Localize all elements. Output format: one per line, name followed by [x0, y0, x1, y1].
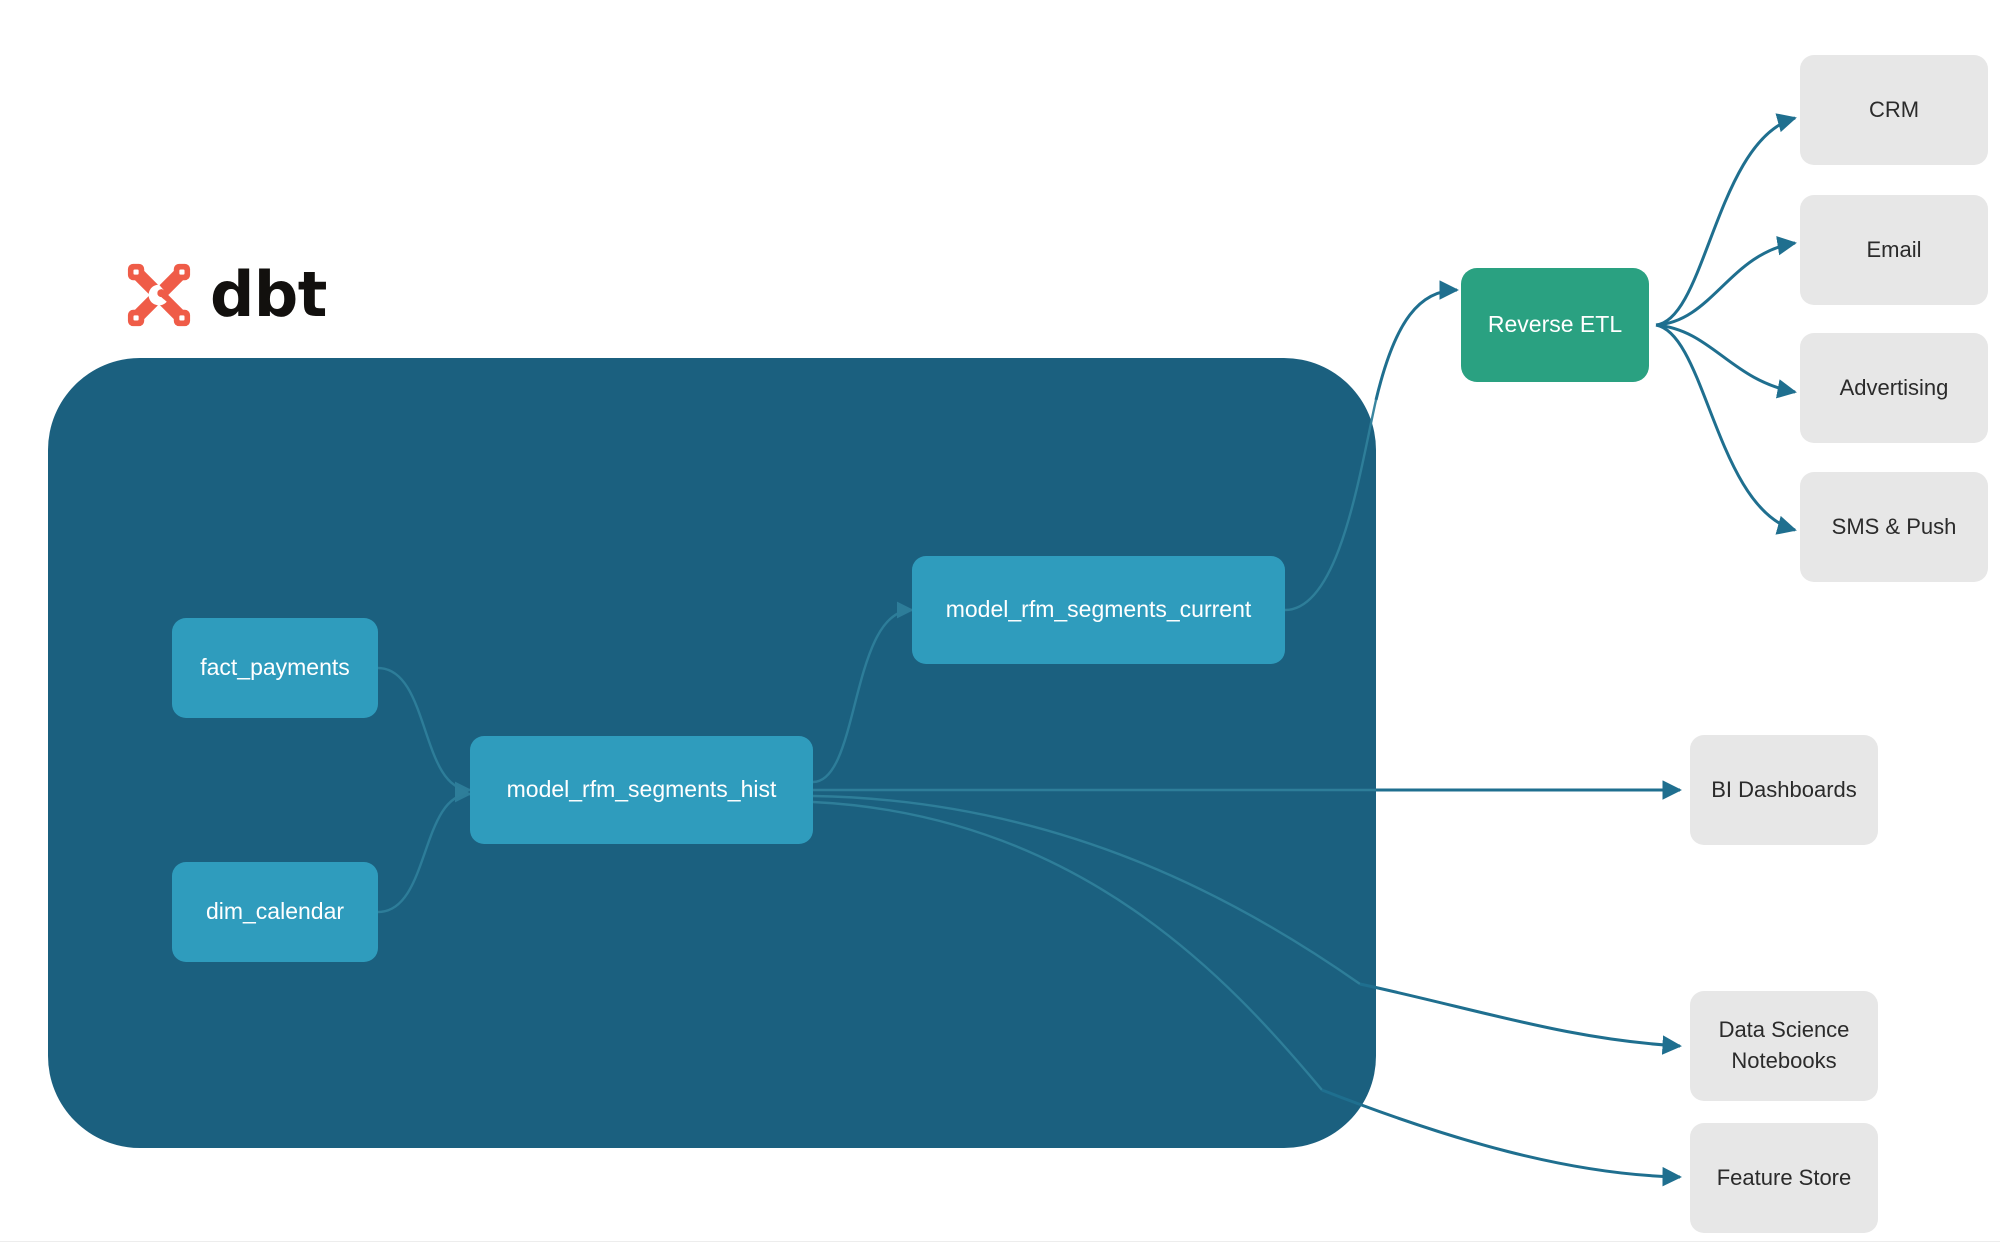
node-label: dim_calendar: [205, 898, 345, 925]
node-label: fact_payments: [200, 654, 350, 681]
edge-to-feature-store: [1321, 1088, 1682, 1187]
edge-reverse-etl-to-sms-push: [1655, 323, 1797, 535]
dbt-logo: dbt: [122, 258, 327, 332]
node-model-rfm-segments-current[interactable]: model_rfm_segments_current: [912, 556, 1285, 664]
node-data-science-notebooks[interactable]: Data Science Notebooks: [1690, 991, 1878, 1101]
node-label: model_rfm_segments_current: [945, 596, 1252, 623]
node-label: Email: [1866, 236, 1922, 262]
node-label: model_rfm_segments_hist: [506, 776, 777, 803]
node-bi-dashboards[interactable]: BI Dashboards: [1690, 735, 1878, 845]
node-dim-calendar[interactable]: dim_calendar: [172, 862, 378, 962]
node-label: Reverse ETL: [1487, 311, 1623, 338]
node-label: Advertising: [1839, 374, 1949, 400]
node-fact-payments[interactable]: fact_payments: [172, 618, 378, 718]
edge-to-reverse-etl: [1374, 280, 1459, 401]
node-label: CRM: [1868, 96, 1920, 122]
edge-reverse-etl-to-email: [1655, 236, 1797, 327]
node-advertising[interactable]: Advertising: [1800, 333, 1988, 443]
node-crm[interactable]: CRM: [1800, 55, 1988, 165]
node-model-rfm-segments-hist[interactable]: model_rfm_segments_hist: [470, 736, 813, 844]
node-feature-store[interactable]: Feature Store: [1690, 1123, 1878, 1233]
bottom-divider: [0, 1241, 2000, 1242]
node-label: Feature Store: [1716, 1164, 1852, 1190]
node-reverse-etl[interactable]: Reverse ETL: [1461, 268, 1649, 382]
node-sms-push[interactable]: SMS & Push: [1800, 472, 1988, 582]
dbt-logo-icon: [127, 263, 191, 327]
node-email[interactable]: Email: [1800, 195, 1988, 305]
node-label-line2: Notebooks: [1731, 1048, 1837, 1073]
node-label-line1: Data Science: [1718, 1017, 1850, 1043]
node-label: BI Dashboards: [1711, 776, 1857, 802]
edge-reverse-etl-to-crm: [1655, 113, 1797, 327]
edge-reverse-etl-to-advertising: [1655, 323, 1797, 399]
dbt-wordmark: dbt: [210, 258, 327, 331]
node-label: SMS & Push: [1831, 513, 1957, 539]
edge-to-data-science-notebooks: [1359, 982, 1682, 1055]
